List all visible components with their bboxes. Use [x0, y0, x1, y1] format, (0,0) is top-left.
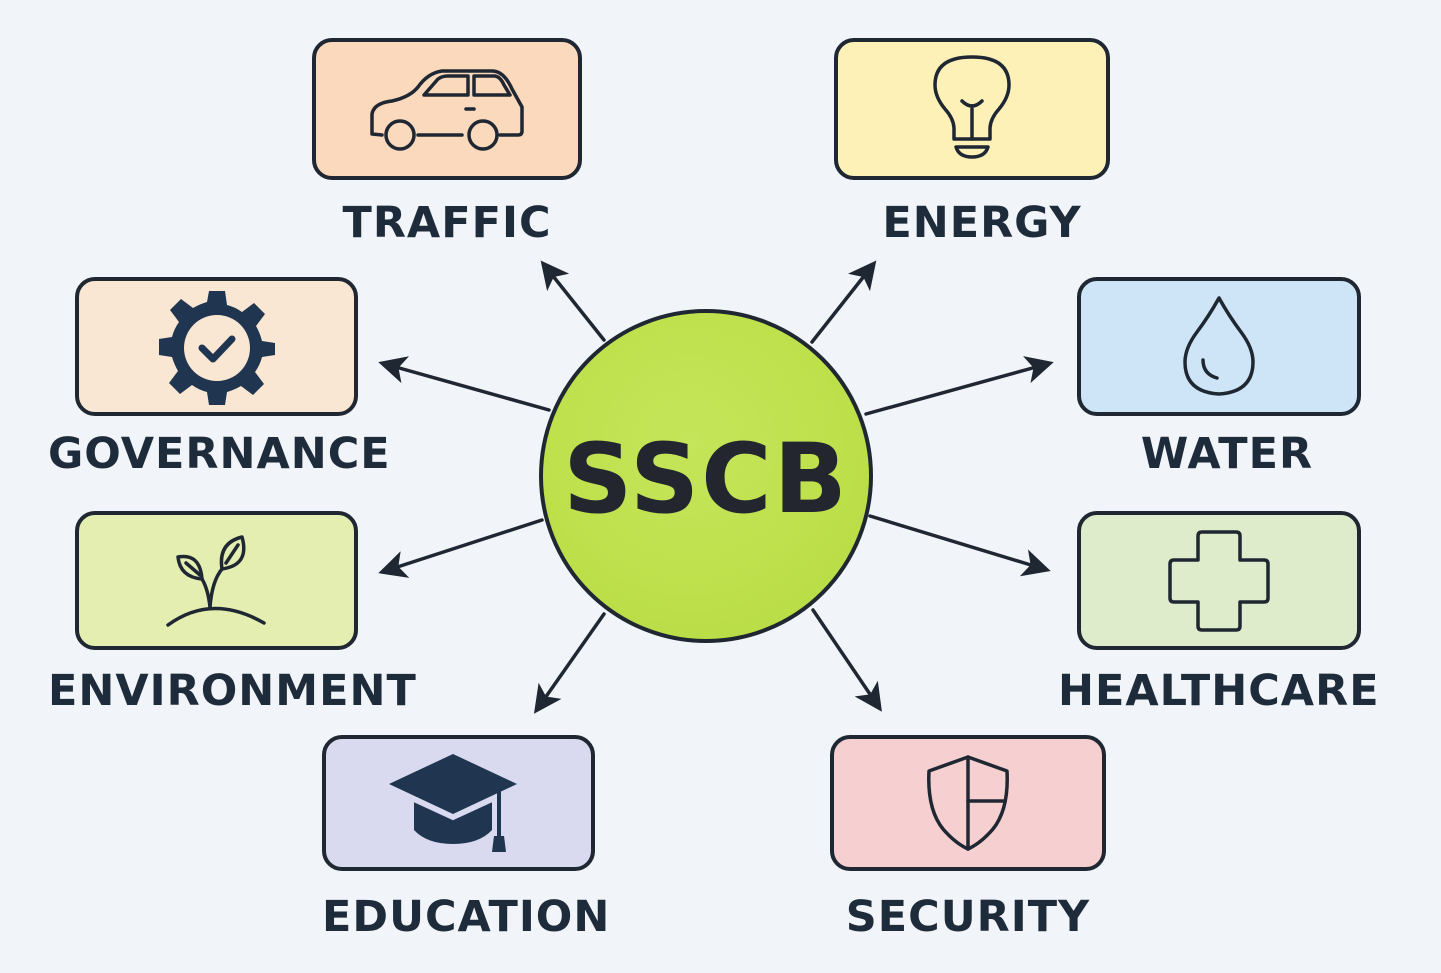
label-energy: ENERGY	[882, 198, 1082, 248]
arrow-environment	[378, 518, 544, 578]
shield-icon	[927, 755, 1009, 851]
graduation-cap-icon	[388, 754, 517, 852]
label-water: WATER	[1140, 429, 1314, 479]
water-drop-icon	[1183, 295, 1255, 396]
label-security: SECURITY	[845, 892, 1091, 942]
gear-check-icon	[158, 290, 275, 405]
medical-cross-icon	[1168, 529, 1270, 632]
label-education: EDUCATION	[322, 892, 611, 942]
arrow-healthcare	[868, 514, 1051, 577]
label-traffic: TRAFFIC	[342, 198, 552, 248]
car-icon	[370, 69, 524, 151]
node-water	[1077, 277, 1361, 416]
arrow-energy	[810, 260, 877, 344]
arrow-governance	[378, 356, 551, 412]
node-security	[830, 735, 1106, 871]
label-healthcare: HEALTHCARE	[1058, 666, 1380, 716]
hub-circle: SSCB	[539, 309, 873, 643]
node-healthcare	[1077, 511, 1361, 650]
label-environment: ENVIRONMENT	[48, 666, 417, 716]
sprout-icon	[165, 534, 266, 627]
lightbulb-icon	[933, 55, 1011, 159]
node-environment	[75, 511, 358, 650]
node-energy	[834, 38, 1110, 180]
arrow-security	[811, 608, 882, 712]
label-governance: GOVERNANCE	[48, 429, 391, 479]
arrow-traffic	[540, 260, 606, 342]
hub-label: SSCB	[563, 423, 849, 535]
node-education	[322, 735, 595, 871]
node-governance	[75, 277, 358, 416]
node-traffic	[312, 38, 582, 180]
arrow-education	[533, 612, 606, 714]
arrow-water	[864, 356, 1054, 416]
